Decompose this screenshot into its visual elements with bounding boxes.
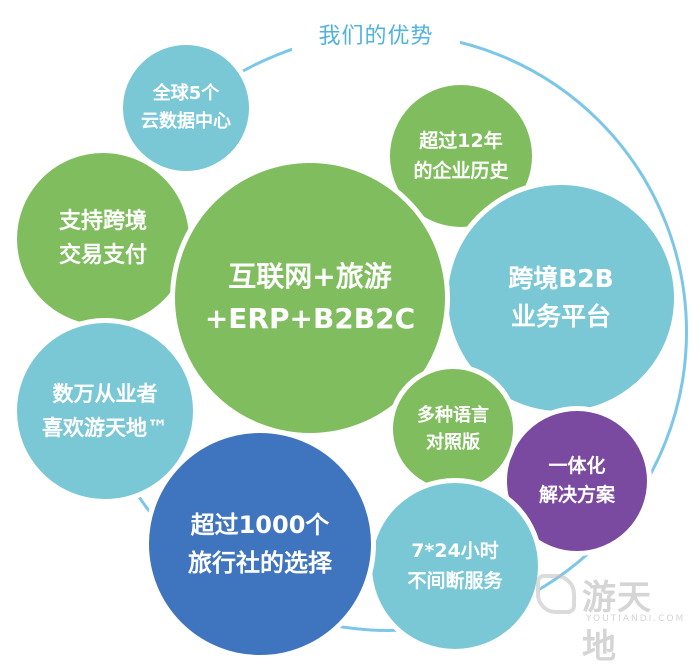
- bubble-line: 业务平台: [510, 302, 611, 331]
- bubble-cross-border-payment: 支持跨境 交易支付: [12, 148, 194, 330]
- bubble-line: 解决方案: [538, 484, 615, 506]
- diagram-title: 我们的优势: [292, 20, 460, 54]
- bubble-line: 交易支付: [58, 243, 147, 268]
- bubble-line: 云数据中心: [141, 111, 231, 132]
- bubble-travel-agencies: 超过1000个 旅行社的选择: [144, 428, 376, 660]
- bubble-service: 7*24小时 不间断服务: [367, 478, 543, 654]
- bubble-data-centers: 全球5个 云数据中心: [118, 40, 254, 176]
- bubble-line: 数万从业者: [52, 382, 158, 406]
- bubble-line: 多种语言: [417, 405, 489, 426]
- bubble-line: 对照版: [426, 432, 480, 453]
- bubble-line: 超过1000个: [190, 511, 330, 539]
- logo-icon: [536, 574, 576, 614]
- bubble-line: 旅行社的选择: [188, 549, 332, 577]
- watermark-logo: 游天地 YOUTIANDI.COM: [536, 570, 686, 667]
- bubble-multilingual: 多种语言 对照版: [388, 364, 518, 494]
- bubble-line: 互联网+旅游: [228, 260, 392, 293]
- bubble-line: 的企业历史: [413, 160, 509, 182]
- bubble-line: 全球5个: [152, 83, 220, 104]
- watermark-text: 游天地: [582, 578, 652, 667]
- bubble-line: 超过12年: [419, 130, 503, 152]
- bubble-line: 支持跨境: [58, 209, 147, 234]
- watermark-subtext: YOUTIANDI.COM: [586, 614, 686, 624]
- bubble-line: 不间断服务: [407, 570, 503, 592]
- bubble-internet-travel: 互联网+旅游 +ERP+B2B2C: [170, 158, 450, 438]
- bubble-line: +ERP+B2B2C: [204, 302, 416, 335]
- bubble-line: 一体化: [548, 455, 606, 477]
- bubble-line: 7*24小时: [411, 540, 499, 562]
- bubble-line: 喜欢游天地™: [42, 416, 168, 440]
- bubble-line: 跨境B2B: [508, 264, 614, 293]
